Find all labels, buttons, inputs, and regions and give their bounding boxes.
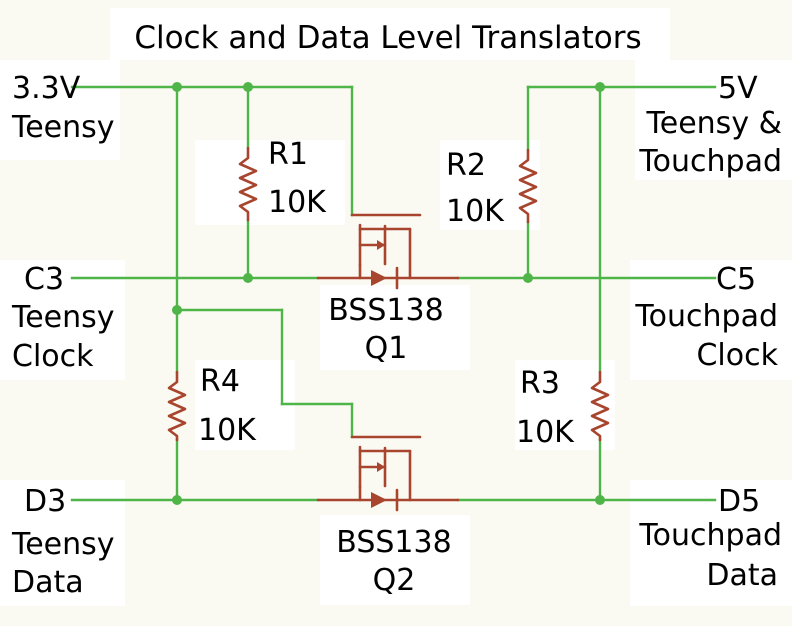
net-label-d3: D3	[24, 484, 66, 519]
net-label-c5: C5	[716, 262, 756, 297]
net-label-3v3: 3.3V	[12, 71, 81, 106]
mosfet-q2-ref: Q2	[373, 563, 416, 598]
resistor-r1-symbol	[238, 146, 258, 222]
net-label-5v: 5V	[718, 71, 758, 106]
resistor-r2-symbol	[518, 148, 538, 224]
desc-3v3: Teensy	[11, 110, 115, 145]
resistor-r2-value: 10K	[446, 194, 505, 229]
wire-q2-gate	[175, 308, 354, 439]
diagram-title: Clock and Data Level Translators	[134, 20, 641, 56]
wire-5v-rail	[526, 85, 717, 280]
mosfet-q2-part: BSS138	[336, 525, 451, 560]
resistor-r3-symbol	[590, 370, 610, 442]
desc-c5-line2: Clock	[696, 338, 778, 373]
mosfet-q1-ref: Q1	[365, 331, 408, 366]
desc-c3-line2: Clock	[12, 339, 94, 374]
net-label-c3: C3	[24, 262, 64, 297]
net-label-d5: D5	[718, 484, 760, 519]
resistor-r4-symbol	[167, 370, 187, 442]
resistor-r1-ref: R1	[268, 137, 308, 172]
desc-d5-line1: Touchpad	[638, 518, 782, 553]
resistor-r1-value: 10K	[268, 185, 327, 220]
resistor-r2-ref: R2	[446, 148, 486, 183]
resistor-r3-value: 10K	[516, 415, 575, 450]
desc-5v-line2: Touchpad	[638, 144, 782, 179]
mosfet-q1-symbol	[316, 213, 460, 290]
mosfet-q2-symbol	[316, 435, 460, 512]
desc-5v-line1: Teensy &	[646, 106, 782, 141]
desc-d3-line1: Teensy	[11, 527, 115, 562]
resistor-r3-ref: R3	[520, 366, 560, 401]
mosfet-q1-part: BSS138	[328, 293, 443, 328]
junction-dots	[172, 82, 605, 505]
desc-d5-line2: Data	[706, 558, 778, 593]
wire-3v3-rail	[70, 85, 354, 217]
desc-c3-line1: Teensy	[11, 300, 115, 335]
desc-c5-line1: Touchpad	[634, 299, 778, 334]
desc-d3-line2: Data	[12, 565, 84, 600]
resistor-r4-value: 10K	[198, 413, 257, 448]
resistor-r4-ref: R4	[200, 364, 240, 399]
